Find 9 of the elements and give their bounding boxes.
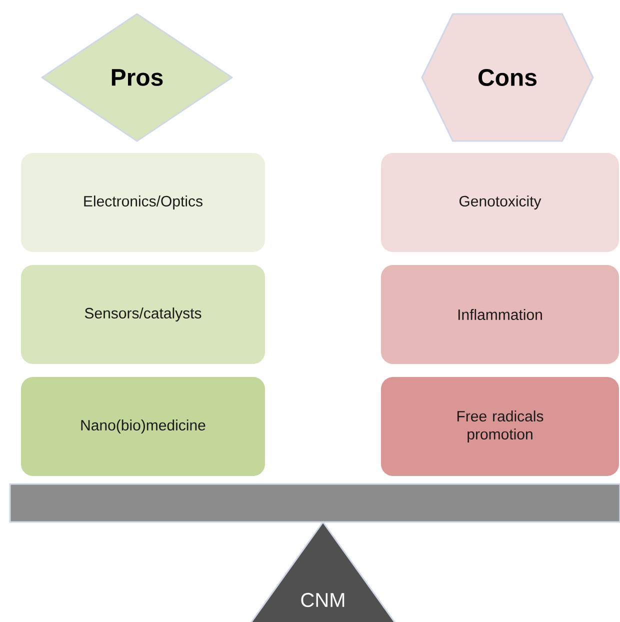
- cons-box: Genotoxicity: [381, 153, 619, 252]
- pros-box: Electronics/Optics: [21, 153, 265, 252]
- cons-hexagon: Cons: [421, 13, 594, 142]
- fulcrum-triangle: CNM: [249, 521, 397, 622]
- cons-box: Inflammation: [381, 265, 619, 364]
- cons-box: Free radicals promotion: [381, 377, 619, 476]
- pros-box: Nano(bio)medicine: [21, 377, 265, 476]
- pros-box: Sensors/catalysts: [21, 265, 265, 364]
- balance-beam: [9, 483, 620, 523]
